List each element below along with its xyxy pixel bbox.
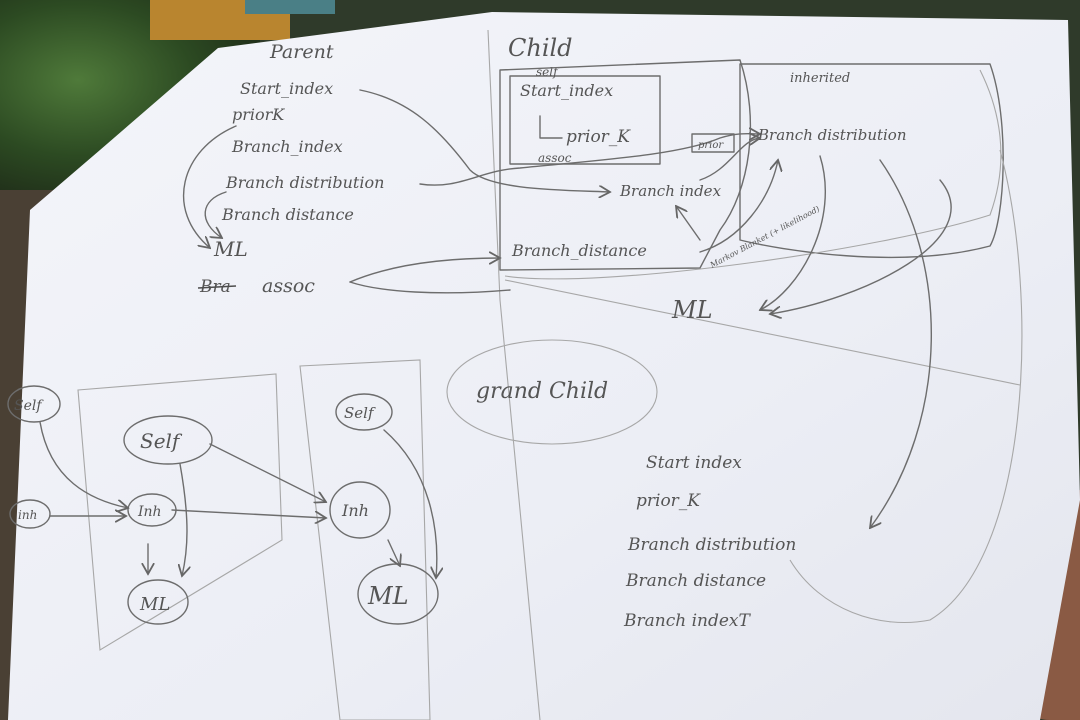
child-ml: ML xyxy=(671,296,713,324)
node-self-right xyxy=(335,393,393,431)
child-inherited-label: inherited xyxy=(790,71,850,86)
node-self-outer xyxy=(7,385,61,423)
plate-right xyxy=(299,359,431,720)
child-outline-faint xyxy=(504,69,1002,280)
arrow-distance-to-distribution xyxy=(699,160,778,253)
child-prior-small-label: prior xyxy=(698,140,724,151)
arrow-child-to-grandchild xyxy=(870,159,933,528)
child-start-index: Start_index xyxy=(520,81,613,100)
arrow-distribution-to-child xyxy=(419,134,760,186)
plate-left xyxy=(77,373,283,651)
grandchild-field-branch-distribution: Branch distribution xyxy=(627,535,796,555)
grandchild-field-branch-index: Branch indexT xyxy=(623,611,751,631)
parent-field-prior-k: priorK xyxy=(232,105,285,124)
node-self-outer-label: Self xyxy=(14,398,44,414)
node-inh-outer-label: inh xyxy=(18,508,37,522)
node-self-right-label: Self xyxy=(344,404,376,422)
arrow-inh-mid-to-inh-right xyxy=(171,509,326,518)
arrow-distribution-to-ml xyxy=(204,191,227,238)
node-ml-mid xyxy=(127,579,189,625)
grandchild-title: grand Child xyxy=(476,379,608,404)
child-prior-small-box xyxy=(691,133,735,153)
parent-field-start-index: Start_index xyxy=(240,79,333,98)
arrow-inh-right-to-ml-right xyxy=(387,539,400,566)
grandchild-outline-faint xyxy=(789,149,1023,623)
arrow-inherited-to-ml xyxy=(770,179,952,314)
arrow-self-mid-to-inh-right xyxy=(209,443,326,502)
node-inh-mid-label: Inh xyxy=(137,504,162,520)
node-inh-right-label: Inh xyxy=(341,501,369,520)
arrow-self-right-to-ml-right xyxy=(383,429,437,578)
grandchild-field-start-index: Start index xyxy=(646,453,742,473)
child-assoc-label: assoc xyxy=(538,151,572,165)
child-prior-k: prior_K xyxy=(566,127,631,147)
parent-ml: ML xyxy=(213,237,248,261)
parent-field-branch-distance: Branch distance xyxy=(221,205,354,224)
arrow-distance-to-index xyxy=(676,206,701,241)
parent-assoc: assoc xyxy=(262,275,315,297)
node-ml-mid-label: ML xyxy=(139,594,170,615)
child-title: Child xyxy=(508,34,573,62)
child-branch-distance: Branch_distance xyxy=(511,241,647,260)
arrow-start-to-branch-index xyxy=(359,89,610,192)
node-inh-outer xyxy=(9,499,51,529)
arrow-assoc-lower xyxy=(349,281,511,294)
child-inherited-region xyxy=(739,63,1004,259)
child-start-to-prior-arrow xyxy=(539,115,563,139)
strike-through xyxy=(197,285,237,289)
child-self-box xyxy=(509,75,661,165)
child-branch-index: Branch index xyxy=(619,182,722,200)
child-branch-distribution: Branch distribution xyxy=(757,126,907,144)
node-self-mid-label: Self xyxy=(140,429,183,453)
arrow-self-mid-to-ml-mid xyxy=(180,463,187,576)
node-ml-right-label: ML xyxy=(367,582,409,610)
child-outline xyxy=(499,59,752,271)
arrow-self-outer-to-inh-mid xyxy=(39,421,128,508)
grandchild-field-branch-distance: Branch distance xyxy=(625,571,766,591)
node-inh-right xyxy=(329,481,391,539)
arrow-priork-to-ml xyxy=(183,125,237,248)
grandchild-title-circle xyxy=(446,339,658,445)
node-self-mid xyxy=(123,415,213,465)
arrow-index-to-distribution xyxy=(699,138,760,181)
arrow-distribution-to-ml xyxy=(760,155,826,310)
parent-title: Parent xyxy=(269,41,334,63)
grandchild-field-prior-k: prior_K xyxy=(636,491,701,511)
parent-field-branch-index: Branch_index xyxy=(231,137,343,156)
parent-field-branch-distribution: Branch distribution xyxy=(225,173,384,192)
arrow-assoc-to-branch-distance xyxy=(349,258,500,283)
teal-background xyxy=(245,0,335,14)
